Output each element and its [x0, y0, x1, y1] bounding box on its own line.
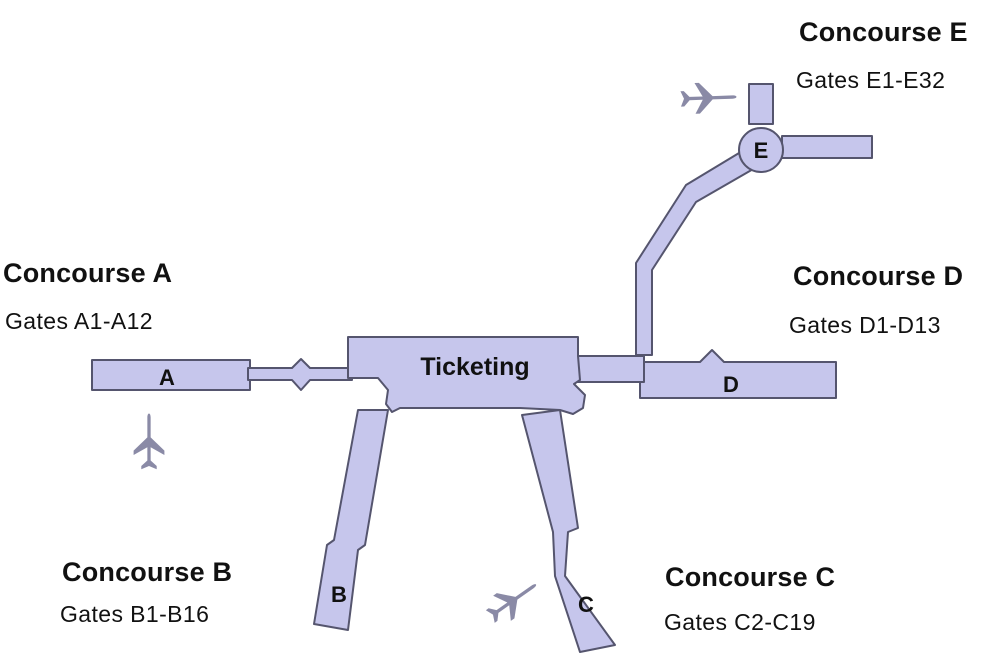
airplane-icon	[680, 81, 738, 115]
concourse-b-title: Concourse B	[62, 557, 233, 587]
concourse-d-pier[interactable]	[639, 349, 837, 399]
airplane-icon	[481, 571, 545, 630]
concourse-b-letter: B	[331, 582, 347, 607]
concourse-c-title: Concourse C	[665, 562, 836, 592]
terminal-label: Ticketing	[420, 353, 529, 381]
concourse-c-pier[interactable]	[521, 409, 616, 653]
ticketing-hall[interactable]	[347, 336, 586, 415]
concourse-c-gates: Gates C2-C19	[664, 609, 816, 635]
concourse-c-letter: C	[578, 592, 594, 617]
concourse-e-gates: Gates E1-E32	[796, 67, 946, 93]
concourse-e-connector[interactable]	[635, 149, 756, 356]
terminal-building	[91, 83, 873, 653]
concourse-d-connector[interactable]	[571, 355, 645, 383]
concourse-b-pier[interactable]	[313, 409, 389, 631]
concourse-a-title: Concourse A	[3, 258, 173, 288]
airplane-icon	[133, 413, 165, 470]
concourse-d-letter: D	[723, 372, 739, 397]
concourse-e-title: Concourse E	[799, 17, 968, 47]
concourse-a-letter: A	[159, 365, 175, 390]
concourse-b-gates: Gates B1-B16	[60, 601, 210, 627]
concourse-e-north-arm[interactable]	[748, 83, 774, 125]
concourse-e-east-arm[interactable]	[781, 135, 873, 159]
concourse-e-hub[interactable]	[738, 127, 784, 173]
concourse-d-gates: Gates D1-D13	[789, 312, 941, 338]
concourse-a-connector[interactable]	[247, 358, 353, 391]
concourse-d-title: Concourse D	[793, 261, 964, 291]
concourse-a-pier[interactable]	[91, 359, 251, 391]
concourse-e-letter: E	[754, 138, 769, 163]
concourse-a-gates: Gates A1-A12	[5, 308, 153, 334]
